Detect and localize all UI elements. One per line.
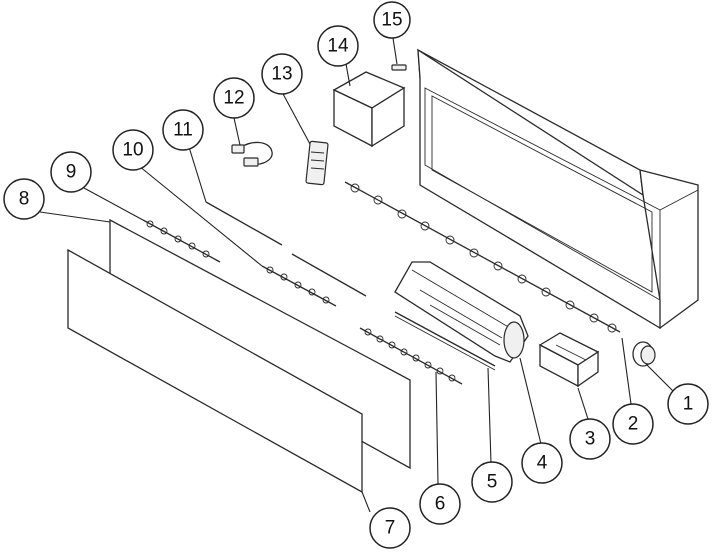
svg-text:1: 1 (683, 394, 694, 415)
callout-7: 7 (369, 507, 411, 549)
svg-text:9: 9 (66, 162, 77, 183)
part-6-ember-strip (359, 327, 463, 385)
callout-1: 1 (667, 383, 709, 425)
part-10-ember-strip (261, 265, 337, 307)
part-5-rail (394, 311, 496, 371)
part-14-box (332, 71, 406, 148)
svg-text:15: 15 (381, 10, 402, 31)
svg-text:6: 6 (435, 494, 446, 515)
svg-text:10: 10 (122, 140, 143, 161)
svg-text:14: 14 (327, 36, 349, 57)
callout-13: 13 (261, 53, 303, 95)
svg-text:2: 2 (628, 414, 639, 435)
part-3-control-module (538, 332, 600, 388)
svg-text:7: 7 (385, 518, 396, 539)
callout-11: 11 (162, 109, 204, 151)
callout-9: 9 (50, 151, 92, 193)
callout-8: 8 (3, 178, 45, 220)
part-11-log-strip (205, 201, 367, 297)
callout-5: 5 (471, 461, 513, 503)
svg-text:11: 11 (173, 120, 193, 141)
svg-text:13: 13 (271, 64, 292, 85)
callout-6: 6 (419, 483, 461, 525)
callout-12: 12 (213, 77, 255, 119)
part-15-pin (391, 64, 407, 71)
callout-10: 10 (112, 129, 154, 171)
callout-15: 15 (373, 1, 411, 39)
part-1-knob (632, 341, 656, 367)
svg-text:5: 5 (487, 472, 498, 493)
part-9-ember-strip (142, 219, 221, 263)
callout-2: 2 (612, 403, 654, 445)
svg-text:8: 8 (19, 189, 30, 210)
svg-text:3: 3 (585, 429, 596, 450)
leader-lines (39, 37, 674, 513)
part-2-light-string (344, 181, 621, 333)
callout-4: 4 (521, 442, 563, 484)
part-13-remote (305, 140, 329, 186)
callout-3: 3 (569, 418, 611, 460)
firebox-housing (417, 48, 699, 330)
svg-text:4: 4 (537, 453, 548, 474)
callout-14: 14 (317, 25, 359, 67)
svg-text:12: 12 (223, 88, 244, 109)
part-4-flame-assembly (394, 261, 529, 363)
part-12-power-cord (231, 141, 273, 167)
